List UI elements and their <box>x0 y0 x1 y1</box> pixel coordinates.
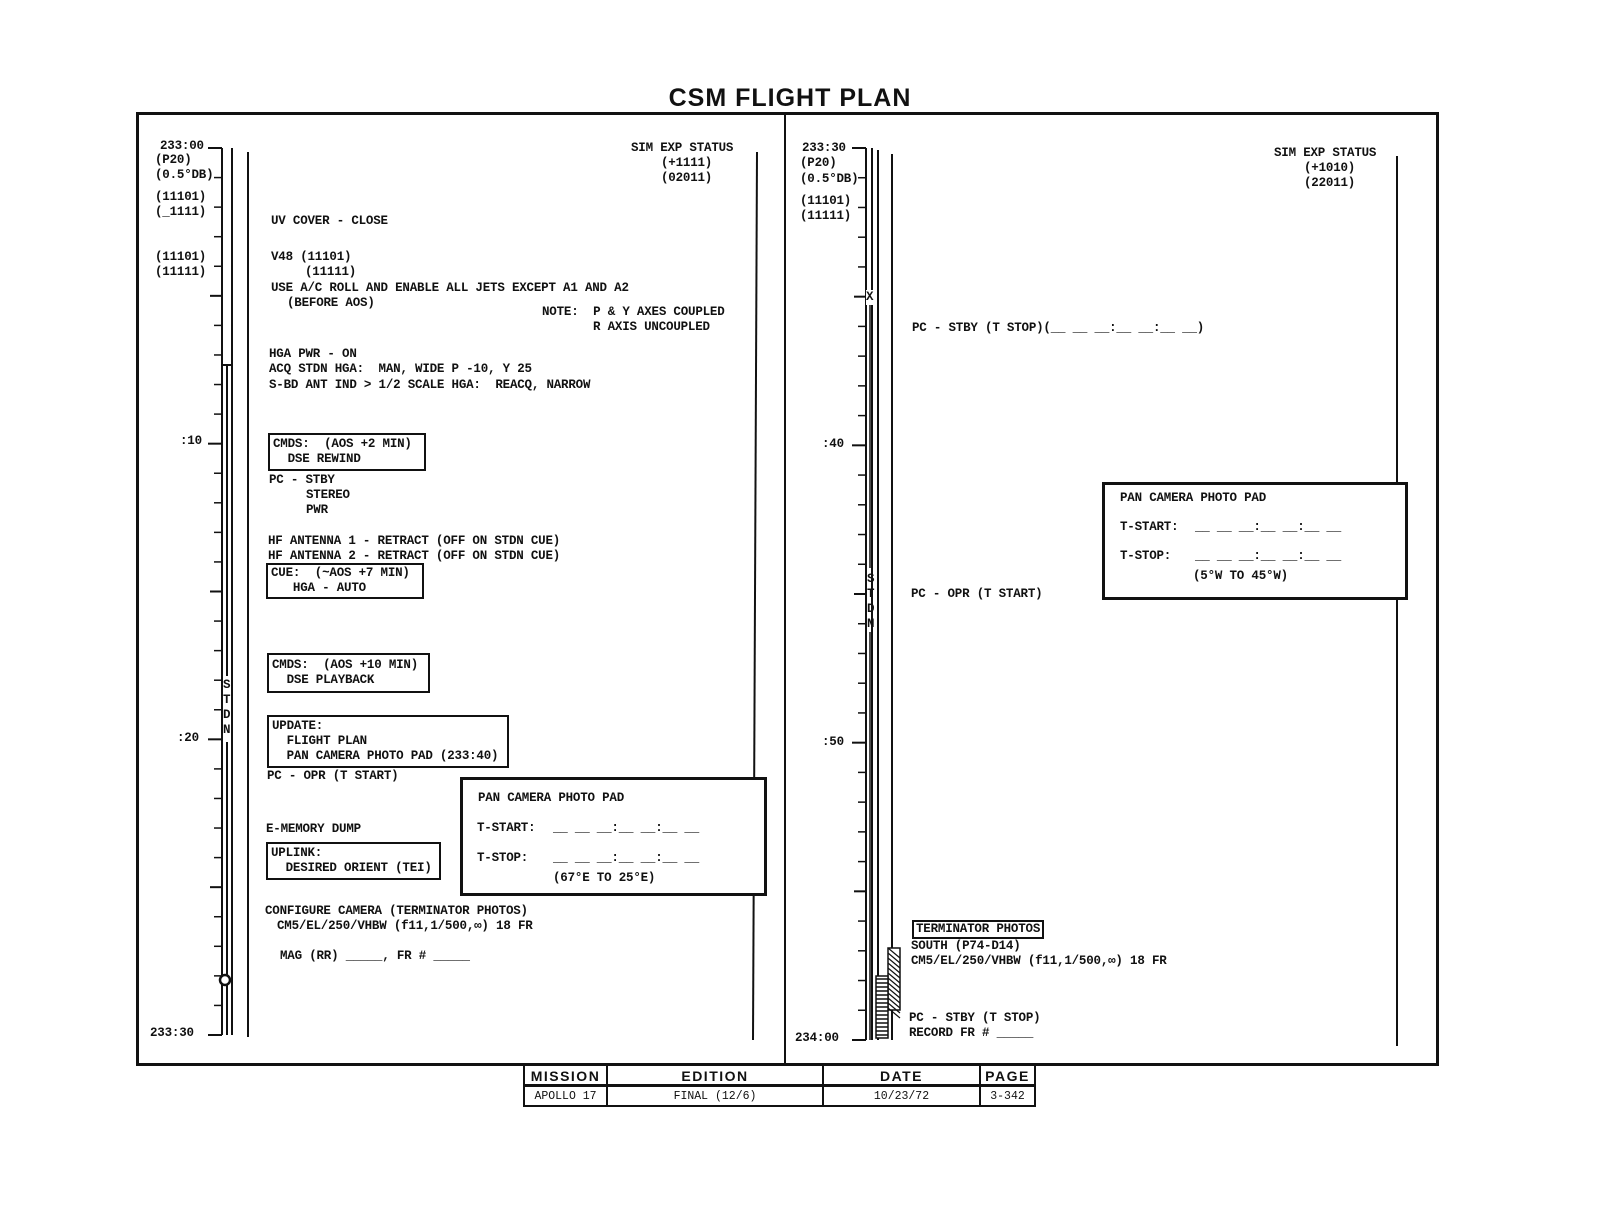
stdn-letter: T <box>223 693 231 707</box>
stdn-letter: D <box>867 602 875 616</box>
margin-p20: (P20) <box>155 153 192 167</box>
pad-range: (67°E TO 25°E) <box>553 871 656 885</box>
pad-t-stop-label: T-STOP: <box>477 851 529 865</box>
sim-exp-status-value: (+1111) <box>661 156 713 170</box>
step-hga-pwr: HGA PWR - ON <box>269 347 357 361</box>
sim-exp-status-label: SIM EXP STATUS <box>631 141 734 155</box>
pad-t-start-field[interactable]: __ __ __:__ __:__ __ <box>1195 520 1342 534</box>
step-camera-settings: CM5/EL/250/VHBW (f11,1/500,∞) 18 FR <box>277 919 533 933</box>
mission-value: APOLLO 17 <box>523 1085 608 1107</box>
stdn-letter: T <box>867 587 875 601</box>
stdn-letter: N <box>223 723 231 737</box>
margin-code: (_1111) <box>155 205 207 219</box>
pad-t-start-field[interactable]: __ __ __:__ __:__ __ <box>553 821 700 835</box>
pad-title: PAN CAMERA PHOTO PAD <box>478 791 625 805</box>
step-pc-stby: PC - STBY (T STOP) <box>909 1011 1041 1025</box>
stdn-letter: D <box>223 708 231 722</box>
pad-range: (5°W TO 45°W) <box>1193 569 1288 583</box>
step-uv-cover: UV COVER - CLOSE <box>271 214 388 228</box>
time-end: 233:30 <box>150 1026 194 1040</box>
time-end: 234:00 <box>795 1031 839 1045</box>
edition-label: EDITION <box>606 1064 824 1086</box>
pad-t-stop-label: T-STOP: <box>1120 549 1172 563</box>
margin-db: (0.5°DB) <box>800 172 859 186</box>
page-label: PAGE <box>979 1064 1036 1086</box>
sim-exp-status-value: (02011) <box>661 171 713 185</box>
step-acq-stdn: ACQ STDN HGA: MAN, WIDE P -10, Y 25 <box>269 362 532 376</box>
step-configure-camera: CONFIGURE CAMERA (TERMINATOR PHOTOS) <box>265 904 528 918</box>
mission-label: MISSION <box>523 1064 608 1086</box>
pad-t-stop-field[interactable]: __ __ __:__ __:__ __ <box>553 851 700 865</box>
pad-title: PAN CAMERA PHOTO PAD <box>1120 491 1267 505</box>
step-pc-pwr: PWR <box>306 503 328 517</box>
page-title: CSM FLIGHT PLAN <box>668 84 912 112</box>
pad-t-stop-field[interactable]: __ __ __:__ __:__ __ <box>1195 549 1342 563</box>
step-record-fr: RECORD FR # _____ <box>909 1026 1034 1040</box>
step-e-memory-dump: E-MEMORY DUMP <box>266 822 361 836</box>
cue-box: CUE: (~AOS +7 MIN) HGA - AUTO <box>266 563 424 599</box>
update-box: UPDATE: FLIGHT PLAN PAN CAMERA PHOTO PAD… <box>267 715 509 768</box>
stdn-letter: S <box>867 572 875 586</box>
sim-exp-status-label: SIM EXP STATUS <box>1274 146 1377 160</box>
margin-code: (11111) <box>155 265 207 279</box>
step-sbd-ant: S-BD ANT IND > 1/2 SCALE HGA: REACQ, NAR… <box>269 378 591 392</box>
step-pc-stby-t-stop: PC - STBY (T STOP)(__ __ __:__ __:__ __) <box>912 321 1205 335</box>
margin-line <box>752 151 758 1041</box>
uplink-box: UPLINK: DESIRED ORIENT (TEI) <box>266 842 441 880</box>
step-pc-opr: PC - OPR (T START) <box>267 769 399 783</box>
stdn-letter: N <box>867 617 875 631</box>
step-before-aos: (BEFORE AOS) <box>287 296 375 310</box>
pan-camera-photo-pad: PAN CAMERA PHOTO PAD T-START: __ __ __:_… <box>1102 482 1408 600</box>
step-pc-stereo: STEREO <box>306 488 350 502</box>
cmds-box: CMDS: (AOS +2 MIN) DSE REWIND <box>268 433 426 471</box>
margin-code: (11111) <box>800 209 852 223</box>
step-v48: V48 (11101) <box>271 250 352 264</box>
page-value: 3-342 <box>979 1085 1036 1107</box>
margin-p20: (P20) <box>800 156 837 170</box>
time-start: 233:30 <box>802 141 846 155</box>
x-mark: X <box>866 290 874 305</box>
margin-db: (0.5°DB) <box>155 168 214 182</box>
time-40: :40 <box>822 437 844 451</box>
time-start: 233:00 <box>160 139 204 153</box>
step-use-ac-roll: USE A/C ROLL AND ENABLE ALL JETS EXCEPT … <box>271 281 629 295</box>
time-10: :10 <box>180 434 202 448</box>
edition-value: FINAL (12/6) <box>606 1085 824 1107</box>
step-hf-antenna-2: HF ANTENNA 2 - RETRACT (OFF ON STDN CUE) <box>268 549 561 563</box>
time-20: :20 <box>177 731 199 745</box>
step-v48-code: (11111) <box>305 265 357 279</box>
date-label: DATE <box>822 1064 981 1086</box>
step-pc-opr: PC - OPR (T START) <box>911 587 1043 601</box>
sim-exp-status-value: (22011) <box>1304 176 1356 190</box>
note-line: R AXIS UNCOUPLED <box>593 320 710 334</box>
pad-t-start-label: T-START: <box>477 821 536 835</box>
note-line: NOTE: P & Y AXES COUPLED <box>542 305 725 319</box>
step-mag-fr: MAG (RR) _____, FR # _____ <box>280 949 470 963</box>
event-marker-icon <box>218 973 232 987</box>
step-south: SOUTH (P74-D14) <box>911 939 1021 953</box>
step-hf-antenna-1: HF ANTENNA 1 - RETRACT (OFF ON STDN CUE) <box>268 534 561 548</box>
stdn-letter: S <box>223 678 231 692</box>
page-divider <box>784 115 786 1063</box>
photo-hatch <box>875 947 901 1039</box>
margin-code: (11101) <box>155 250 207 264</box>
margin-code: (11101) <box>155 190 207 204</box>
sim-exp-status-value: (+1010) <box>1304 161 1356 175</box>
terminator-photos-box: TERMINATOR PHOTOS <box>912 920 1045 939</box>
step-camera-settings: CM5/EL/250/VHBW (f11,1/500,∞) 18 FR <box>911 954 1167 968</box>
pad-t-start-label: T-START: <box>1120 520 1179 534</box>
margin-code: (11101) <box>800 194 852 208</box>
step-pc-stby: PC - STBY <box>269 473 335 487</box>
date-value: 10/23/72 <box>822 1085 981 1107</box>
pan-camera-photo-pad: PAN CAMERA PHOTO PAD T-START: __ __ __:_… <box>460 777 767 896</box>
cmds-box: CMDS: (AOS +10 MIN) DSE PLAYBACK <box>267 653 430 693</box>
time-50: :50 <box>822 735 844 749</box>
